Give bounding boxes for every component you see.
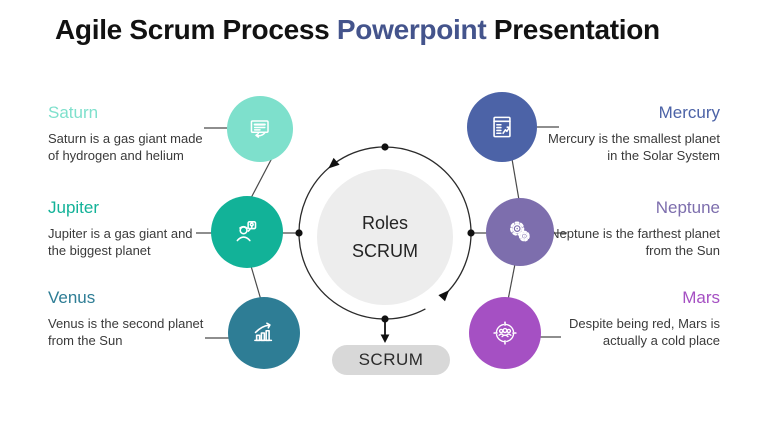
center-label-line1: Roles: [361, 212, 409, 233]
venus-circle: [228, 297, 300, 369]
report-document-icon: [493, 116, 511, 138]
growth-chart-icon: [254, 322, 273, 342]
person-idea-icon: [236, 221, 257, 242]
item-saturn-description: Saturn is a gas giant made of hydrogen a…: [48, 130, 203, 163]
ring-dot-top: [381, 143, 389, 151]
item-neptune-heading: Neptune: [655, 198, 720, 217]
ring-arrowhead-bottom-right: [438, 290, 450, 302]
scrum-pill: SCRUM: [332, 345, 450, 375]
down-arrow-head: [380, 334, 390, 343]
mars-circle: [469, 297, 541, 369]
item-venus-description: Venus is the second planet from the Sun: [48, 315, 204, 348]
gears-icon: [510, 221, 530, 242]
item-venus: Venus Venus is the second planet from th…: [48, 288, 208, 349]
page-title: Agile Scrum Process Powerpoint Presentat…: [55, 14, 660, 46]
item-mars-description: Despite being red, Mars is actually a co…: [568, 315, 720, 348]
presentation-feedback-icon: [250, 120, 269, 138]
item-mercury: Mercury Mercury is the smallest planet i…: [548, 103, 720, 164]
center-label-circle: Roles SCRUM: [317, 169, 453, 305]
center-label-line2: SCRUM: [352, 240, 418, 261]
item-jupiter-heading: Jupiter: [48, 198, 100, 217]
item-mercury-description: Mercury is the smallest planet in the So…: [548, 130, 720, 163]
item-mars: Mars Despite being red, Mars is actually…: [548, 288, 720, 349]
item-venus-heading: Venus: [48, 288, 96, 307]
item-mercury-heading: Mercury: [658, 103, 720, 122]
item-neptune-description: Neptune is the farthest planet from the …: [550, 225, 720, 258]
audience-target-icon: [493, 321, 517, 345]
mercury-circle: [467, 92, 537, 162]
item-neptune: Neptune Neptune is the farthest planet f…: [548, 198, 720, 259]
cycle-ring: [295, 143, 475, 343]
item-jupiter: Jupiter Jupiter is a gas giant and the b…: [48, 198, 208, 259]
item-mars-heading: Mars: [682, 288, 720, 307]
item-saturn: Saturn Saturn is a gas giant made of hyd…: [48, 103, 208, 164]
item-jupiter-description: Jupiter is a gas giant and the biggest p…: [48, 225, 193, 258]
scrum-pill-label: SCRUM: [358, 350, 424, 369]
title-suffix: Presentation: [486, 14, 660, 45]
saturn-circle: [227, 96, 293, 162]
title-highlight: Powerpoint: [336, 14, 487, 45]
ring-dot-right: [467, 229, 475, 237]
ring-arrowhead-top-left: [328, 157, 340, 169]
neptune-circle: [486, 198, 554, 266]
title-prefix: Agile Scrum Process: [55, 14, 337, 45]
jupiter-circle: [211, 196, 283, 268]
ring-dot-left: [295, 229, 303, 237]
item-saturn-heading: Saturn: [48, 103, 99, 122]
ring-dot-bottom: [381, 315, 389, 323]
